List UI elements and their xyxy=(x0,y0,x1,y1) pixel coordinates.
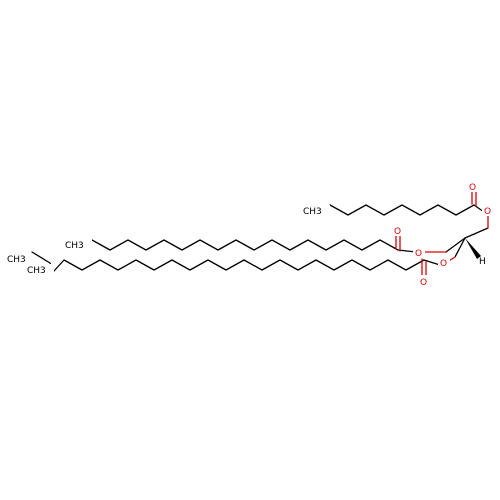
atom-labels: O O O O O O H CH3 CH3 CH3 CH3 xyxy=(6,180,494,288)
chain-middle xyxy=(91,235,417,253)
oxygen-ester-top: O xyxy=(484,207,491,217)
oxygen-carbonyl-bottom: O xyxy=(420,278,427,288)
hydrogen-stereo: H xyxy=(479,257,486,267)
glycerol-backbone xyxy=(423,211,489,265)
methyl-bottom-branch: CH3 xyxy=(27,266,46,276)
oxygen-carbonyl-middle: O xyxy=(394,227,401,237)
oxygen-carbonyl-top: O xyxy=(469,183,476,193)
methyl-bottom-ethyl: CH3 xyxy=(7,255,26,265)
chain-top xyxy=(329,191,485,216)
chain-top-backbone xyxy=(329,204,485,216)
oxygen-ester-bottom: O xyxy=(440,259,447,269)
bond-backbone-1 xyxy=(464,227,489,239)
stereo-wedge xyxy=(465,238,481,259)
bond-backbone-2 xyxy=(445,237,466,253)
methyl-top: CH3 xyxy=(303,207,322,217)
chain-bottom xyxy=(31,251,441,276)
oxygen-ester-middle: O xyxy=(415,249,422,259)
chain-middle-backbone xyxy=(91,239,417,253)
bond-backbone-3 xyxy=(454,237,466,258)
methyl-middle: CH3 xyxy=(65,241,84,251)
chain-bottom-backbone xyxy=(53,259,441,272)
